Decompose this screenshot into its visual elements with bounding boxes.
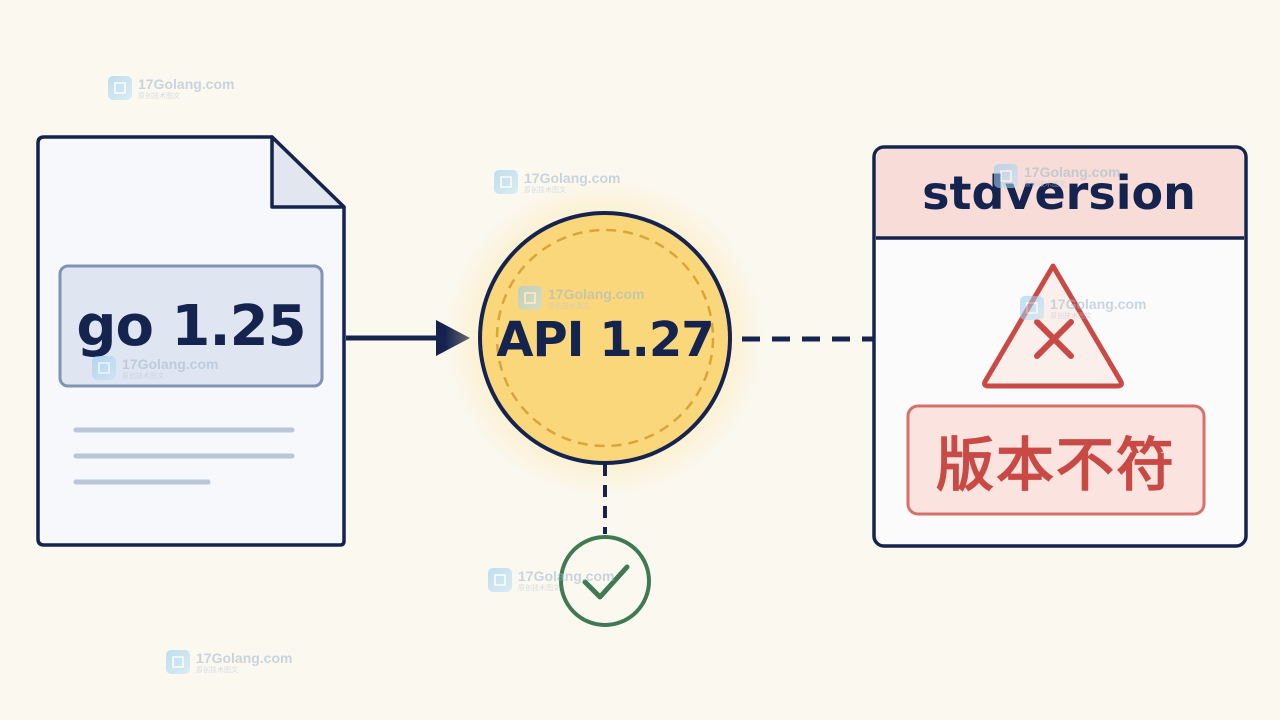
warning-triangle-x-icon (982, 263, 1124, 389)
api-version-label: API 1.27 (496, 312, 714, 368)
go-version-label: go 1.25 (76, 293, 306, 359)
result-panel (872, 145, 1248, 548)
api-circle (445, 178, 765, 498)
mismatch-label: 版本不符 (935, 431, 1176, 499)
mismatch-box (906, 404, 1206, 516)
version-label-box (58, 264, 324, 388)
check-circle-icon (559, 535, 651, 627)
document-icon (36, 135, 346, 547)
panel-title: stdversion (922, 166, 1196, 220)
